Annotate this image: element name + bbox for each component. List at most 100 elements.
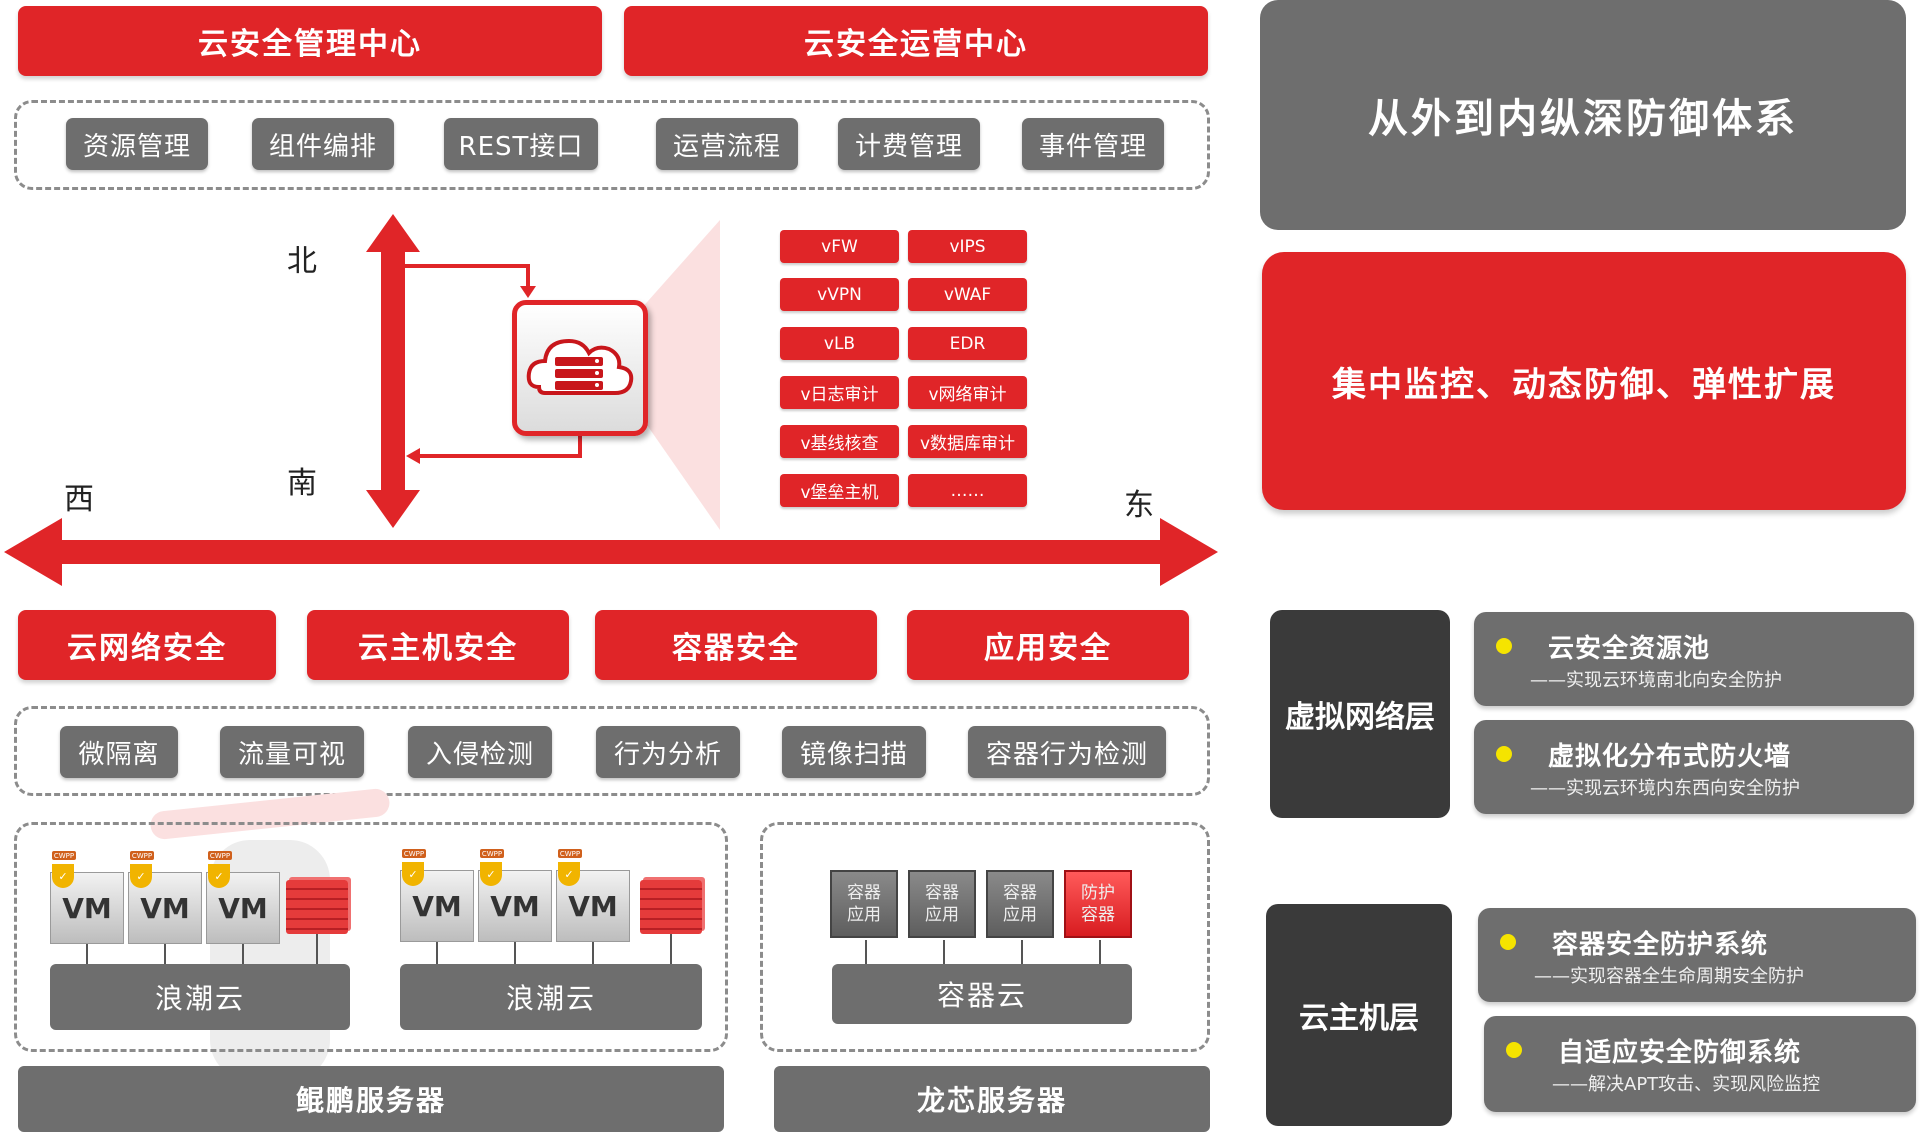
vfunc-more: …… [908, 474, 1027, 507]
mgmt-chip-orchestration: 组件编排 [252, 118, 394, 170]
chip-label: 组件编排 [268, 131, 377, 162]
panel-red-headline: 集中监控、动态防御、弹性扩展 [1332, 364, 1836, 405]
container-label: 应用 [1003, 905, 1037, 925]
vfunc-vvpn: vVPN [780, 278, 899, 311]
bar-label: 云主机安全 [358, 631, 518, 666]
direction-west: 西 [64, 482, 94, 517]
east-west-arrow [4, 518, 1218, 586]
bar-label: 应用安全 [984, 631, 1112, 666]
bar-label: 云网络安全 [67, 631, 227, 666]
chip-label: 微隔离 [78, 739, 160, 770]
container-label: 容器 [925, 883, 959, 903]
security-operation-center-bar: 云安全运营中心 [624, 6, 1208, 76]
vfunc-baseline-check: v基线核查 [780, 425, 899, 458]
feature-card: 云安全资源池 ——实现云环境南北向安全防护 [1474, 612, 1914, 706]
layer-label: 云主机层 [1299, 1001, 1419, 1036]
chip-label: 运营流程 [672, 131, 781, 162]
chip-label: 计费管理 [854, 131, 963, 162]
vm-box: VM [50, 872, 124, 944]
vfunc-log-audit: v日志审计 [780, 376, 899, 409]
direction-arrows [4, 214, 1218, 586]
virtual-network-layer-label: 虚拟网络层 [1270, 610, 1450, 818]
chip-label: REST接口 [458, 131, 584, 162]
container-label: 防护 [1081, 883, 1115, 903]
container-label: 应用 [847, 905, 881, 925]
mgmt-chip-operation-flow: 运营流程 [656, 118, 798, 170]
security-resource-stack-icon [286, 880, 348, 934]
direction-east: 东 [1124, 488, 1154, 523]
connector-line [164, 944, 166, 964]
cwpp-tag: CWPP [402, 849, 426, 858]
mgmt-chip-billing: 计费管理 [838, 118, 980, 170]
feature-subtitle: ——实现云环境内东西向安全防护 [1530, 778, 1800, 799]
shield-icon: ✓ [558, 862, 580, 886]
kunpeng-infra-group [14, 822, 728, 1052]
mgmt-chip-rest: REST接口 [444, 118, 598, 170]
sec-chip-intrusion-detection: 入侵检测 [408, 726, 552, 778]
connector-line [592, 942, 594, 964]
vfunc-vips: vIPS [908, 230, 1027, 263]
bar-label: 云安全管理中心 [198, 27, 422, 62]
container-security-bar: 容器安全 [595, 610, 877, 680]
mgmt-chip-event: 事件管理 [1022, 118, 1164, 170]
security-items-group [14, 706, 1210, 796]
container-app-box: 容器应用 [908, 870, 976, 938]
security-resource-stack-icon [640, 880, 702, 934]
inspur-cloud-box: 浪潮云 [50, 964, 350, 1030]
south-connector [418, 436, 582, 458]
chip-label: 流量可视 [237, 739, 346, 770]
bullet-icon [1506, 1042, 1522, 1058]
defense-in-depth-panel: 从外到内纵深防御体系 [1260, 0, 1906, 230]
shield-icon: ✓ [130, 864, 152, 888]
projection-beam [640, 220, 720, 530]
vfunc-network-audit: v网络审计 [908, 376, 1027, 409]
feature-title: 自适应安全防御系统 [1558, 1038, 1802, 1068]
loongson-server-bar: 龙芯服务器 [774, 1066, 1210, 1132]
vm-box: VM [400, 870, 474, 942]
vfunc-vfw: vFW [780, 230, 899, 263]
cwpp-tag: CWPP [208, 851, 232, 860]
sec-chip-traffic-visibility: 流量可视 [220, 726, 364, 778]
layer-label: 虚拟网络层 [1285, 700, 1435, 735]
cloud-network-security-bar: 云网络安全 [18, 610, 276, 680]
feature-card: 虚拟化分布式防火墙 ——实现云环境内东西向安全防护 [1474, 720, 1914, 814]
vm-box: VM [478, 870, 552, 942]
sec-chip-container-behavior: 容器行为检测 [968, 726, 1166, 778]
connector-line [436, 942, 438, 964]
chip-label: 行为分析 [613, 739, 722, 770]
container-label: 容器 [1081, 905, 1115, 925]
bullet-icon [1500, 934, 1516, 950]
bullet-icon [1496, 746, 1512, 762]
shield-icon: ✓ [208, 864, 230, 888]
vfunc-database-audit: v数据库审计 [908, 425, 1027, 458]
shield-icon: ✓ [52, 864, 74, 888]
chip-label: 镜像扫描 [799, 739, 908, 770]
connector-line [316, 934, 318, 964]
vfunc-bastion-host: v堡垒主机 [780, 474, 899, 507]
cwpp-tag: CWPP [130, 851, 154, 860]
feature-card: 自适应安全防御系统 ——解决APT攻击、实现风险监控 [1484, 1016, 1916, 1112]
bar-label: 云安全运营中心 [804, 27, 1028, 62]
kunpeng-server-bar: 鲲鹏服务器 [18, 1066, 724, 1132]
connector-line [943, 940, 945, 964]
bullet-icon [1496, 638, 1512, 654]
chip-label: 容器行为检测 [985, 739, 1148, 770]
sec-chip-behavior-analysis: 行为分析 [596, 726, 740, 778]
management-items-group [14, 100, 1210, 190]
chip-label: 事件管理 [1038, 131, 1147, 162]
chip-label: 资源管理 [82, 131, 191, 162]
security-management-center-bar: 云安全管理中心 [18, 6, 602, 76]
sec-chip-micro-isolation: 微隔离 [60, 726, 178, 778]
north-connector [405, 264, 530, 288]
container-app-box: 容器应用 [830, 870, 898, 938]
protection-container-box: 防护容器 [1064, 870, 1132, 938]
cloud-host-security-bar: 云主机安全 [307, 610, 569, 680]
panel-headline: 从外到内纵深防御体系 [1368, 96, 1798, 142]
bar-label: 容器安全 [672, 631, 800, 666]
south-connector-head [406, 448, 420, 464]
connector-line [670, 934, 672, 964]
feature-subtitle: ——解决APT攻击、实现风险监控 [1552, 1074, 1821, 1095]
feature-title: 虚拟化分布式防火墙 [1548, 742, 1792, 772]
north-south-arrow [366, 214, 420, 528]
connector-line [514, 942, 516, 964]
